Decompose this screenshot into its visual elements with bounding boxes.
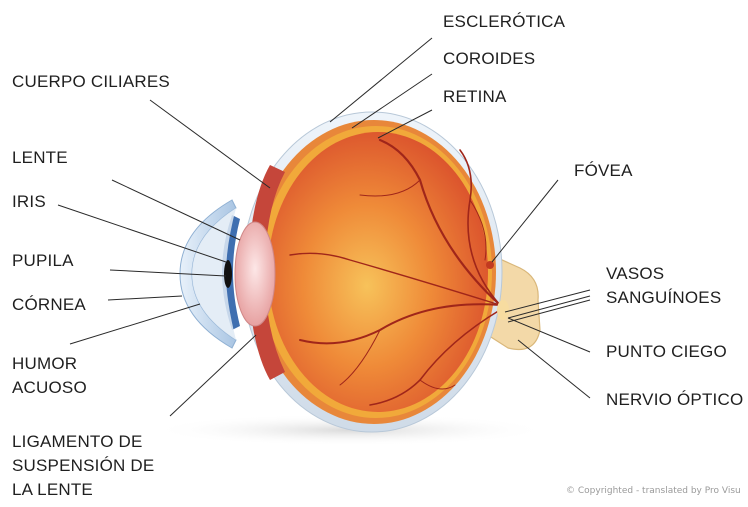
label-vasos-1: VASOS bbox=[606, 262, 664, 286]
leader-esclerotica bbox=[330, 38, 432, 122]
label-ligamento-3: LA LENTE bbox=[12, 478, 93, 502]
fovea-spot bbox=[486, 261, 494, 269]
label-ligamento-1: LIGAMENTO DE bbox=[12, 430, 143, 454]
label-punto-ciego: PUNTO CIEGO bbox=[606, 340, 727, 364]
lens bbox=[235, 222, 275, 326]
label-iris: IRIS bbox=[12, 190, 46, 214]
label-cornea: CÓRNEA bbox=[12, 293, 86, 317]
leader-nervio-optico bbox=[518, 340, 590, 398]
leader-ligamento bbox=[170, 335, 256, 416]
label-cuerpo-ciliares: CUERPO CILIARES bbox=[12, 70, 170, 94]
vitreous-body bbox=[268, 132, 488, 412]
label-humor-acuoso-2: ACUOSO bbox=[12, 376, 87, 400]
label-esclerotica: ESCLERÓTICA bbox=[443, 10, 565, 34]
leader-cornea bbox=[108, 296, 182, 300]
label-humor-acuoso-1: HUMOR bbox=[12, 352, 77, 376]
label-lente: LENTE bbox=[12, 146, 68, 170]
label-ligamento-2: SUSPENSIÓN DE bbox=[12, 454, 154, 478]
copyright-notice: © Copyrighted - translated by Pro Visu bbox=[566, 486, 741, 496]
label-vasos-2: SANGUÍNOES bbox=[606, 286, 721, 310]
label-retina: RETINA bbox=[443, 85, 507, 109]
leader-cuerpo-ciliares bbox=[150, 100, 270, 188]
label-fovea: FÓVEA bbox=[574, 159, 633, 183]
pupil bbox=[224, 260, 232, 288]
blind-spot bbox=[497, 300, 509, 320]
label-pupila: PUPILA bbox=[12, 249, 74, 273]
leader-fovea bbox=[492, 180, 558, 262]
leader-humor-acuoso bbox=[70, 304, 200, 344]
label-nervio-optico: NERVIO ÓPTICO bbox=[606, 388, 743, 412]
label-coroides: COROIDES bbox=[443, 47, 535, 71]
